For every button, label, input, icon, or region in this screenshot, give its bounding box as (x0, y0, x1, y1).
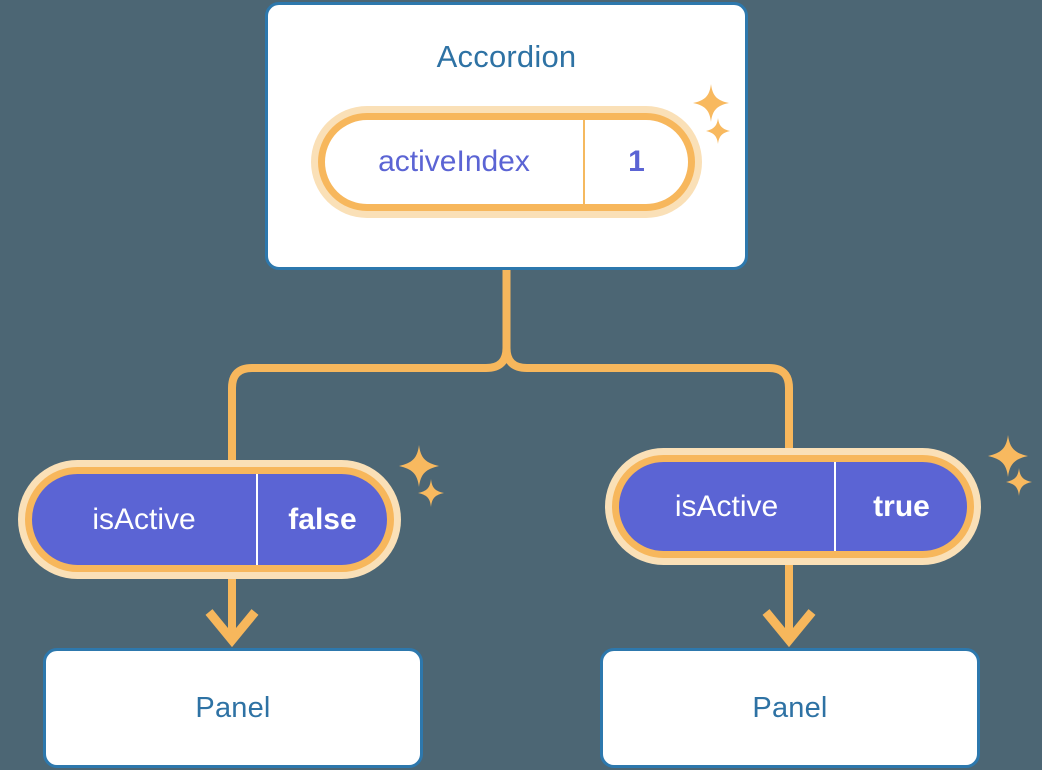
connector-branch-right (502, 347, 793, 452)
connector-branch-left (228, 347, 511, 462)
panel-title: Panel (752, 691, 828, 724)
component-card-panel-left[interactable]: Panel (43, 648, 423, 768)
prop-value-label: true (834, 462, 967, 551)
prop-key-label: isActive (92, 502, 196, 536)
prop-pill-is-active-false[interactable]: isActive false (25, 467, 394, 572)
arrow-down-icon (762, 609, 816, 648)
prop-value-label: false (256, 474, 387, 565)
component-card-panel-right[interactable]: Panel (600, 648, 980, 768)
state-key-label: activeIndex (378, 145, 530, 178)
arrow-down-icon (205, 609, 259, 648)
state-pill-active-index[interactable]: activeIndex 1 (318, 113, 695, 211)
panel-title: Panel (195, 691, 271, 724)
page-title: Accordion (436, 39, 577, 74)
prop-pill-is-active-true[interactable]: isActive true (612, 455, 974, 558)
prop-key-label: isActive (674, 489, 779, 523)
state-value-label: 1 (583, 120, 688, 204)
